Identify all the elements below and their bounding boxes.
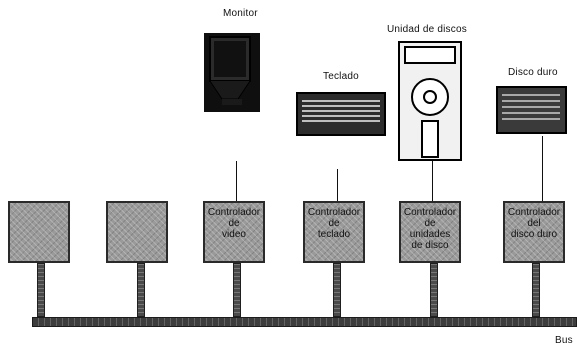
disk-units-controller-box: Controlador de unidades de disco xyxy=(399,201,461,263)
keyboard-icon xyxy=(296,92,386,136)
monitor-icon xyxy=(204,33,260,112)
hard-disk-controller-box: Controlador del disco duro xyxy=(503,201,565,263)
hard-disk-connector xyxy=(542,136,543,201)
keyboard-controller-box: Controlador de teclado xyxy=(303,201,365,263)
hard-disk-label: Disco duro xyxy=(508,67,558,78)
stem-4 xyxy=(333,263,341,317)
stem-6 xyxy=(532,263,540,317)
controller-text-1 xyxy=(12,207,66,259)
disk-units-controller-text: Controlador de unidades de disco xyxy=(403,207,457,259)
controller-text-2 xyxy=(110,207,164,259)
disk-unit-label: Unidad de discos xyxy=(387,24,467,35)
video-controller-box: Controlador de video xyxy=(203,201,265,263)
hard-disk-icon xyxy=(496,86,567,134)
video-controller-text: Controlador de video xyxy=(207,207,261,259)
controller-box-2 xyxy=(106,201,168,263)
stem-1 xyxy=(37,263,45,317)
monitor-label: Monitor xyxy=(223,8,258,19)
keyboard-controller-text: Controlador de teclado xyxy=(307,207,361,259)
floppy-connector xyxy=(432,161,433,201)
hard-disk-controller-text: Controlador del disco duro xyxy=(507,207,561,259)
stem-3 xyxy=(233,263,241,317)
controller-box-1 xyxy=(8,201,70,263)
bus-line xyxy=(32,317,577,327)
stem-2 xyxy=(137,263,145,317)
keyboard-connector xyxy=(337,169,338,201)
keyboard-label: Teclado xyxy=(323,71,359,82)
floppy-disk-icon xyxy=(398,41,462,161)
monitor-connector xyxy=(236,161,237,201)
stem-5 xyxy=(430,263,438,317)
bus-label: Bus xyxy=(555,335,573,346)
